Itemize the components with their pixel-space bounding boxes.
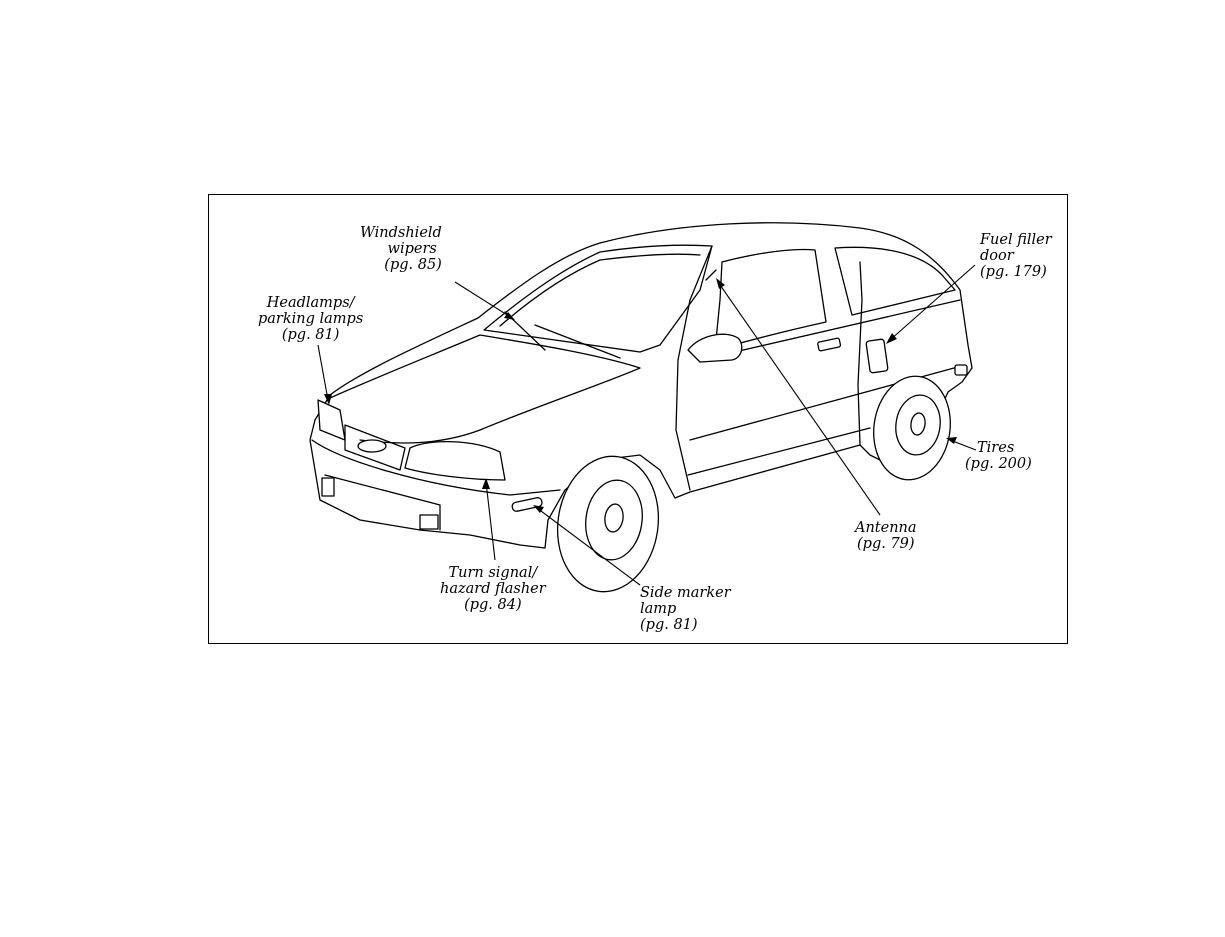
fuel-door bbox=[866, 339, 888, 373]
callout-antenna: Antenna (pg. 79) bbox=[855, 520, 917, 552]
callout-headlamps: Headlamps/ parking lamps (pg. 81) bbox=[258, 295, 363, 343]
leader-headlamps bbox=[318, 345, 328, 400]
callout-fuel-filler-door: Fuel filler door (pg. 179) bbox=[980, 232, 1052, 280]
callout-turn-signal: Turn signal/ hazard flasher (pg. 84) bbox=[440, 565, 546, 613]
callout-windshield-wipers: Windshield wipers (pg. 85) bbox=[360, 225, 442, 273]
callout-side-marker-lamp: Side marker lamp (pg. 81) bbox=[640, 585, 731, 633]
callout-tires: Tires (pg. 200) bbox=[965, 440, 1032, 472]
ford-badge bbox=[358, 440, 386, 452]
